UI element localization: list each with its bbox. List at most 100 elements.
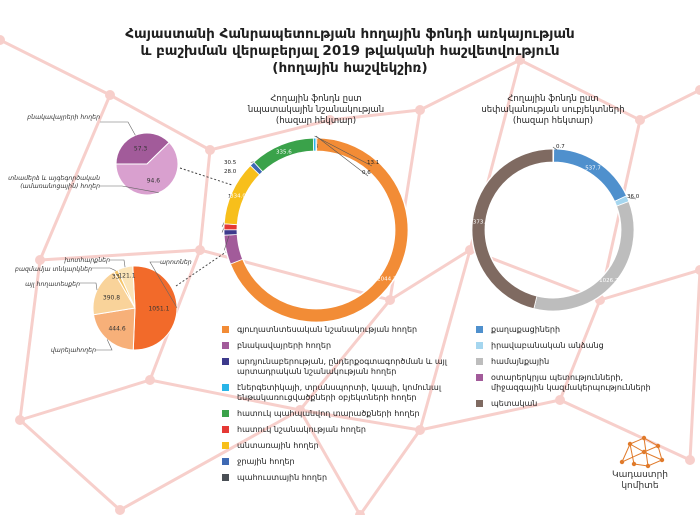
- slice-value-label: 36.0: [627, 194, 640, 200]
- background-node: [35, 255, 45, 265]
- legend-swatch: [222, 358, 229, 365]
- legend-label: համայնքային: [491, 357, 550, 366]
- background-line: [638, 88, 700, 122]
- legend-item: հատուկ նշանակության հողեր: [222, 425, 452, 435]
- background-node: [205, 145, 215, 155]
- legend-item: հատուկ պահպանվող տարածքների հողեր: [222, 409, 452, 419]
- slice-value-label: 0.7: [556, 144, 565, 150]
- donut-slice: [552, 148, 555, 163]
- legend-label: էներգետիկայի, տրանսպորտի, կապի, կոմունալ…: [237, 383, 441, 402]
- category-label: բնակավայրերի հողեր: [26, 114, 100, 121]
- category-label: արոտներ: [160, 259, 192, 266]
- background-line: [388, 248, 472, 302]
- category-label: այլ հողատեսքեր: [25, 281, 80, 288]
- legend-label: բնակավայրերի հողեր: [237, 341, 332, 350]
- slice-value-label: 94.6: [147, 177, 161, 184]
- background-line: [148, 378, 302, 412]
- legend-swatch: [222, 426, 229, 433]
- ownership-chart-title: սեփականության սուբյեկտների: [481, 105, 624, 115]
- purpose-legend: գյուղատնտեսական նշանակության հողեր բնակավ…: [222, 325, 452, 489]
- slice-value-label: 444.6: [108, 326, 125, 333]
- pie-slice: [132, 265, 178, 351]
- legend-label: օտարերկրյա պետությունների, միջազգային կա…: [491, 373, 651, 392]
- background-line: [298, 408, 422, 432]
- legend-item: էներգետիկայի, տրանսպորտի, կապի, կոմունալ…: [222, 383, 452, 403]
- legend-item: բնակավայրերի հողեր: [222, 341, 452, 351]
- background-line: [108, 93, 212, 152]
- agri-pie: 1051.1 արոտներ 444.6 վարելահողեր 390.8 այլ հո…: [14, 257, 192, 354]
- title-line: և բաշխման վերաբերյալ 2019 թվականի հաշվետ…: [140, 43, 560, 59]
- connector-line: [175, 251, 227, 287]
- background-line: [38, 248, 202, 262]
- background-node: [325, 115, 335, 125]
- legend-item: պահուստային հողեր: [222, 473, 452, 483]
- pie-slice: [117, 265, 136, 309]
- category-leader-line: [96, 339, 113, 351]
- background-line: [418, 398, 562, 432]
- background-line: [208, 118, 332, 152]
- background-line: [18, 258, 42, 422]
- background-line: [518, 58, 642, 122]
- background-line: [418, 248, 472, 432]
- connector-line: [179, 167, 233, 186]
- background-node: [695, 265, 700, 275]
- background-node: [145, 375, 155, 385]
- legend-swatch: [476, 342, 483, 349]
- legend-item: պետական: [476, 399, 676, 409]
- slice-value-label: 0.6: [362, 170, 371, 176]
- category-leader-line: [110, 259, 126, 268]
- slice-value-label: 1051.1: [148, 305, 169, 312]
- slice-value-label: 334.0: [230, 194, 246, 200]
- logo-text: կոմիտե: [621, 481, 659, 491]
- title-line: (հողային հաշվեկշիռ): [272, 60, 428, 76]
- purpose-chart-title: Հողային ֆոնդն ըստ: [270, 94, 361, 104]
- background-node: [515, 55, 525, 65]
- slice-value-label: 390.8: [103, 294, 120, 301]
- category-label: բազմամյա տնկարկներ: [14, 266, 92, 273]
- slice-value-label: 13.1: [367, 160, 379, 166]
- category-label: տնամերձ և այգեգործական: [8, 175, 100, 182]
- cadastre-logo: Կադաստրի կոմիտե: [600, 432, 680, 502]
- slice-value-label: 121.1: [118, 272, 135, 279]
- slice-value-label: 28.0: [224, 169, 237, 175]
- logo-text: Կադաստրի: [612, 470, 668, 480]
- slice-value-label: 2044.2: [377, 277, 396, 283]
- background-node: [415, 425, 425, 435]
- donut-slice: [223, 229, 238, 236]
- background-node: [695, 85, 700, 95]
- background-node: [355, 510, 365, 515]
- legend-swatch: [222, 326, 229, 333]
- legend-swatch: [222, 458, 229, 465]
- legend-swatch: [222, 342, 229, 349]
- background-node: [115, 505, 125, 515]
- page-title: Հայաստանի Հանրապետության հողային ֆոնդի ա…: [40, 26, 660, 77]
- slice-value-label: 30.5: [224, 160, 237, 166]
- category-label: վարելահողեր: [51, 347, 96, 354]
- legend-label: հատուկ նշանակության հողեր: [237, 425, 366, 434]
- category-leader-line: [100, 121, 136, 136]
- legend-label: պահուստային հողեր: [237, 473, 328, 482]
- title-line: Հայաստանի Հանրապետության հողային ֆոնդի ա…: [125, 26, 575, 42]
- legend-swatch: [476, 374, 483, 381]
- background-line: [18, 418, 122, 512]
- purpose-chart-title: նպատակային նշանակության: [247, 105, 384, 115]
- legend-label: հատուկ պահպանվող տարածքների հողեր: [237, 409, 420, 418]
- legend-label: արդյունաբերության, ընդերքօգտագործման և ա…: [237, 357, 447, 376]
- legend-swatch: [222, 442, 229, 449]
- legend-item: համայնքային: [476, 357, 676, 367]
- purpose-chart-title: (հազար հեկտար): [276, 116, 356, 126]
- background-line: [558, 298, 602, 402]
- slice-value-label: 335.6: [276, 149, 292, 155]
- legend-label: գյուղատնտեսական նշանակության հողեր: [237, 325, 418, 334]
- category-leader-line: [80, 282, 98, 291]
- label-leader-line: [552, 146, 558, 151]
- network-logo-icon: [619, 435, 665, 469]
- slice-value-label: 1026.7: [599, 278, 619, 284]
- background-node: [635, 115, 645, 125]
- background-line: [598, 268, 700, 302]
- legend-label: պետական: [491, 399, 538, 408]
- slice-value-label: 537.7: [585, 166, 601, 172]
- legend-item: անտառային հողեր: [222, 441, 452, 451]
